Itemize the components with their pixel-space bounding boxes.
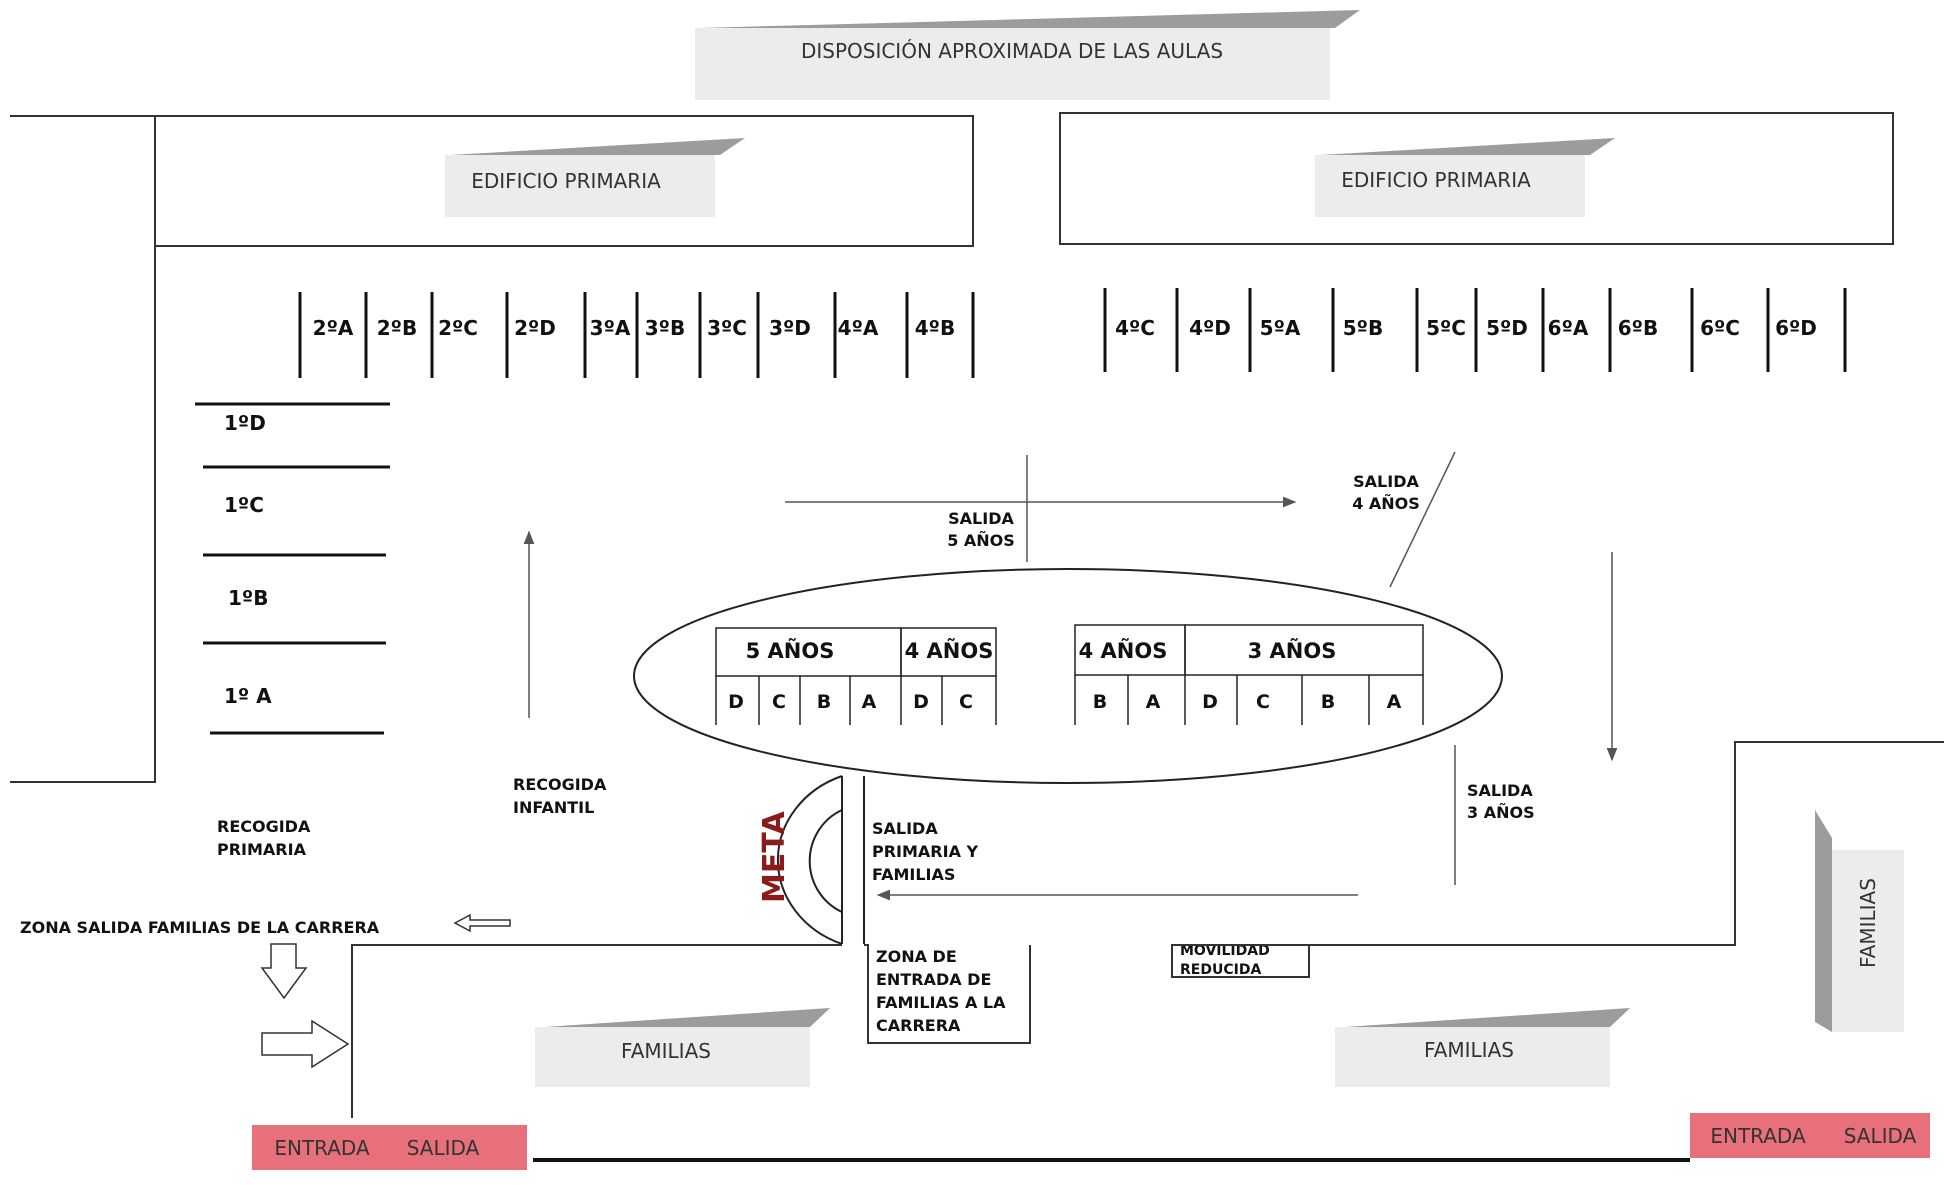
classroom-6c: 6ºC xyxy=(1700,316,1740,340)
letter: B xyxy=(1321,691,1335,713)
letter: C xyxy=(959,691,973,713)
letter: B xyxy=(817,691,831,713)
salida-3-line1: SALIDA xyxy=(1467,781,1533,800)
movilidad-line1: MOVILIDAD xyxy=(1180,943,1270,959)
familias-box-left: FAMILIAS xyxy=(535,1008,830,1087)
classroom-4c: 4ºC xyxy=(1115,316,1155,340)
movilidad-line2: REDUCIDA xyxy=(1180,962,1261,978)
familias-left-text: FAMILIAS xyxy=(621,1039,711,1063)
salida-5-line1: SALIDA xyxy=(948,509,1014,528)
gate-left-entrada: ENTRADA xyxy=(274,1136,370,1160)
zona-entrada-line4: CARRERA xyxy=(876,1016,961,1035)
classroom-3a: 3ºA xyxy=(590,316,631,340)
zona-entrada-line1: ZONA DE xyxy=(876,947,957,966)
exit-labels: SALIDA 5 AÑOS SALIDA 4 AÑOS SALIDA 3 AÑO… xyxy=(20,472,1535,1035)
classroom-2c: 2ºC xyxy=(438,316,478,340)
familias-side-text: FAMILIAS xyxy=(1856,878,1880,968)
classroom-5b: 5ºB xyxy=(1343,316,1383,340)
building-left-text: EDIFICIO PRIMARIA xyxy=(471,169,661,193)
classroom-1a: 1º A xyxy=(224,684,272,708)
salida-4-line1: SALIDA xyxy=(1353,472,1419,491)
arrow-right-icon xyxy=(261,1019,350,1069)
letter: D xyxy=(1202,691,1218,713)
zona-entrada-line2: ENTRADA DE xyxy=(876,970,991,989)
zona-salida-familias: ZONA SALIDA FAMILIAS DE LA CARRERA xyxy=(20,918,380,937)
classroom-4b: 4ºB xyxy=(915,316,955,340)
gate-left: ENTRADA SALIDA xyxy=(252,1125,527,1170)
classroom-1b: 1ºB xyxy=(228,586,268,610)
zona-entrada-line3: FAMILIAS A LA xyxy=(876,993,1006,1012)
letter: D xyxy=(913,691,929,713)
infantil-letters: D C B A D C B A D C B A xyxy=(728,691,1402,713)
classroom-dividers xyxy=(298,288,1847,378)
route-lines xyxy=(523,451,1618,901)
familias-box-side: FAMILIAS xyxy=(1815,810,1904,1032)
first-grade: 1ºD 1ºC 1ºB 1º A xyxy=(224,411,272,708)
salida-4-line2: 4 AÑOS xyxy=(1352,494,1420,513)
letter: A xyxy=(1146,691,1161,713)
salida-primaria-line3: FAMILIAS xyxy=(872,865,955,884)
page-title: DISPOSICIÓN APROXIMADA DE LAS AULAS xyxy=(801,39,1223,63)
gate-right-entrada: ENTRADA xyxy=(1710,1124,1806,1148)
letter: A xyxy=(1387,691,1402,713)
classroom-5a: 5ºA xyxy=(1260,316,1301,340)
building-right-text: EDIFICIO PRIMARIA xyxy=(1341,168,1531,192)
building-outlines xyxy=(10,112,1894,783)
building-label-left: EDIFICIO PRIMARIA xyxy=(445,138,745,217)
gate-left-salida: SALIDA xyxy=(407,1136,480,1160)
letter: B xyxy=(1093,691,1107,713)
group-4-anos-left: 4 AÑOS xyxy=(905,638,994,663)
infantil-area xyxy=(633,568,1503,784)
salida-primaria-line1: SALIDA xyxy=(872,819,938,838)
letter: C xyxy=(772,691,786,713)
classrooms-left: 2ºA 2ºB 2ºC 2ºD 3ºA 3ºB 3ºC 3ºD 4ºA 4ºB xyxy=(313,316,956,340)
classroom-6d: 6ºD xyxy=(1775,316,1817,340)
title-banner: DISPOSICIÓN APROXIMADA DE LAS AULAS xyxy=(695,10,1360,100)
classroom-2a: 2ºA xyxy=(313,316,354,340)
classroom-5d: 5ºD xyxy=(1486,316,1528,340)
arrow-left-icon xyxy=(453,913,511,933)
classroom-4a: 4ºA xyxy=(838,316,879,340)
classroom-3b: 3ºB xyxy=(645,316,685,340)
salida-3-line2: 3 AÑOS xyxy=(1467,803,1535,822)
salida-primaria-line2: PRIMARIA Y xyxy=(872,842,979,861)
classroom-5c: 5ºC xyxy=(1426,316,1466,340)
gate-right-salida: SALIDA xyxy=(1844,1124,1917,1148)
salida-5-line2: 5 AÑOS xyxy=(947,531,1015,550)
letter: A xyxy=(862,691,877,713)
recogida-primaria-line1: RECOGIDA xyxy=(217,817,311,836)
classroom-2d: 2ºD xyxy=(514,316,556,340)
classroom-4d: 4ºD xyxy=(1189,316,1231,340)
classroom-1c: 1ºC xyxy=(224,493,264,517)
classroom-2b: 2ºB xyxy=(377,316,417,340)
lower-outlines xyxy=(351,741,1944,1118)
meta-finish: META xyxy=(757,775,865,945)
classroom-3c: 3ºC xyxy=(707,316,747,340)
arrow-down-icon xyxy=(260,943,308,1000)
meta-text: META xyxy=(757,811,792,903)
group-4-anos-right: 4 AÑOS xyxy=(1079,638,1168,663)
hollow-arrows xyxy=(260,913,511,1069)
familias-right-text: FAMILIAS xyxy=(1424,1038,1514,1062)
building-label-right: EDIFICIO PRIMARIA xyxy=(1315,138,1615,217)
movilidad-reducida-label: MOVILIDAD REDUCIDA xyxy=(1180,943,1270,978)
recogida-infantil-line2: INFANTIL xyxy=(513,798,594,817)
infantil-groups: 5 AÑOS 4 AÑOS 4 AÑOS 3 AÑOS xyxy=(746,638,1337,663)
classroom-3d: 3ºD xyxy=(769,316,811,340)
classroom-1d: 1ºD xyxy=(224,411,266,435)
gate-right: ENTRADA SALIDA xyxy=(1690,1113,1930,1158)
group-3-anos: 3 AÑOS xyxy=(1248,638,1337,663)
infantil-grid xyxy=(715,624,1424,725)
classroom-6a: 6ºA xyxy=(1548,316,1589,340)
letter: C xyxy=(1256,691,1270,713)
classroom-6b: 6ºB xyxy=(1618,316,1658,340)
letter: D xyxy=(728,691,744,713)
group-5-anos: 5 AÑOS xyxy=(746,638,835,663)
recogida-primaria-line2: PRIMARIA xyxy=(217,840,307,859)
classrooms-right: 4ºC 4ºD 5ºA 5ºB 5ºC 5ºD 6ºA 6ºB 6ºC 6ºD xyxy=(1115,316,1817,340)
first-grade-dividers xyxy=(195,402,390,735)
familias-box-right: FAMILIAS xyxy=(1335,1008,1630,1087)
recogida-infantil-line1: RECOGIDA xyxy=(513,775,607,794)
